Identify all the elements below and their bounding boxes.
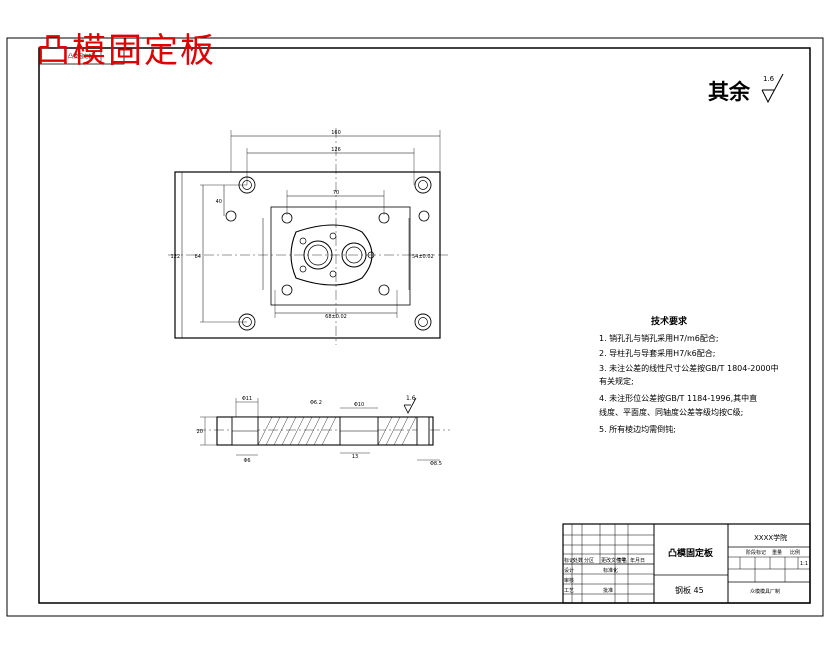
title-block-grid (562, 523, 811, 604)
dim-hole-span: 126 (331, 147, 341, 153)
row-label: 年月日 (630, 558, 646, 564)
dim-section-thickness: 20 (197, 429, 203, 435)
surface-finish-label: 其余 (708, 80, 750, 104)
material: 钢板 45 (675, 586, 704, 595)
roughness-symbol (761, 73, 784, 104)
tech-req-item: 线度、平面度、同轴度公差等级均按C级; (599, 408, 744, 417)
section-view (196, 397, 450, 461)
design-label: 批准 (603, 588, 614, 594)
tech-req-item: 2. 导柱孔与导套采用H7/k6配合; (599, 349, 716, 358)
outer-frame (6, 37, 824, 617)
dim-top-offset: 40 (216, 199, 222, 205)
dim-right-height: 54±0.02 (412, 254, 434, 260)
dim-section-right: Φ8.5 (430, 461, 442, 467)
stamp-box (38, 47, 125, 65)
design-label: 标准化 (603, 568, 619, 574)
dim-section-mid: Φ6 (243, 458, 250, 464)
school-name: XXXX学院 (754, 534, 788, 542)
tech-req-item: 5. 所有棱边均需倒钝; (599, 425, 676, 434)
scale-value: 1:1 (800, 561, 809, 567)
row-label: 签名 (617, 558, 628, 564)
dim-center-span: 70 (333, 190, 339, 196)
tech-req-item: 3. 未注公差的线性尺寸公差按GB/T 1804-2000中 (599, 364, 779, 373)
design-label: 工艺 (564, 588, 575, 594)
dim-section-roughness: 1.6 (406, 395, 416, 402)
roughness-value: 1.6 (763, 75, 775, 83)
row-label: 处数 (573, 558, 584, 564)
part-name: 凸模固定板 (668, 549, 714, 559)
design-label: 设计 (564, 568, 575, 574)
row-label: 分区 (584, 558, 595, 564)
tech-req-item: 有关规定; (599, 377, 634, 386)
drawing-title: 凸模固定板 (36, 31, 216, 71)
plan-view (168, 128, 448, 345)
dim-section-depth: Φ11 (242, 396, 252, 402)
dim-inner-height: 84 (195, 254, 201, 260)
row-label: 更改文件号 (601, 558, 627, 564)
dim-left-height: 122 (170, 254, 180, 260)
dim-section-bottom: 13 (352, 454, 358, 460)
tech-requirements-title: 技术要求 (651, 317, 688, 327)
company-name: 众模模具厂制 (750, 589, 781, 595)
title-stamp: 凸模固定板 (68, 54, 94, 60)
dim-section-width: Φ10 (354, 402, 364, 408)
scale-label: 比例 (790, 550, 801, 556)
row-label: 标记 (564, 558, 575, 564)
dim-bottom-span: 68±0.02 (325, 314, 347, 320)
stage-label: 阶段标记 (746, 550, 767, 556)
dim-overall-width: 160 (331, 130, 341, 136)
inner-frame (38, 47, 811, 604)
dim-section-hole: Φ6.2 (310, 400, 322, 406)
weight-label: 重量 (772, 550, 783, 556)
tech-req-item: 1. 销孔孔与销孔采用H7/m6配合; (599, 334, 719, 343)
tech-req-item: 4. 未注形位公差按GB/T 1184-1996,其中直 (599, 394, 758, 403)
design-label: 审核 (564, 578, 575, 584)
